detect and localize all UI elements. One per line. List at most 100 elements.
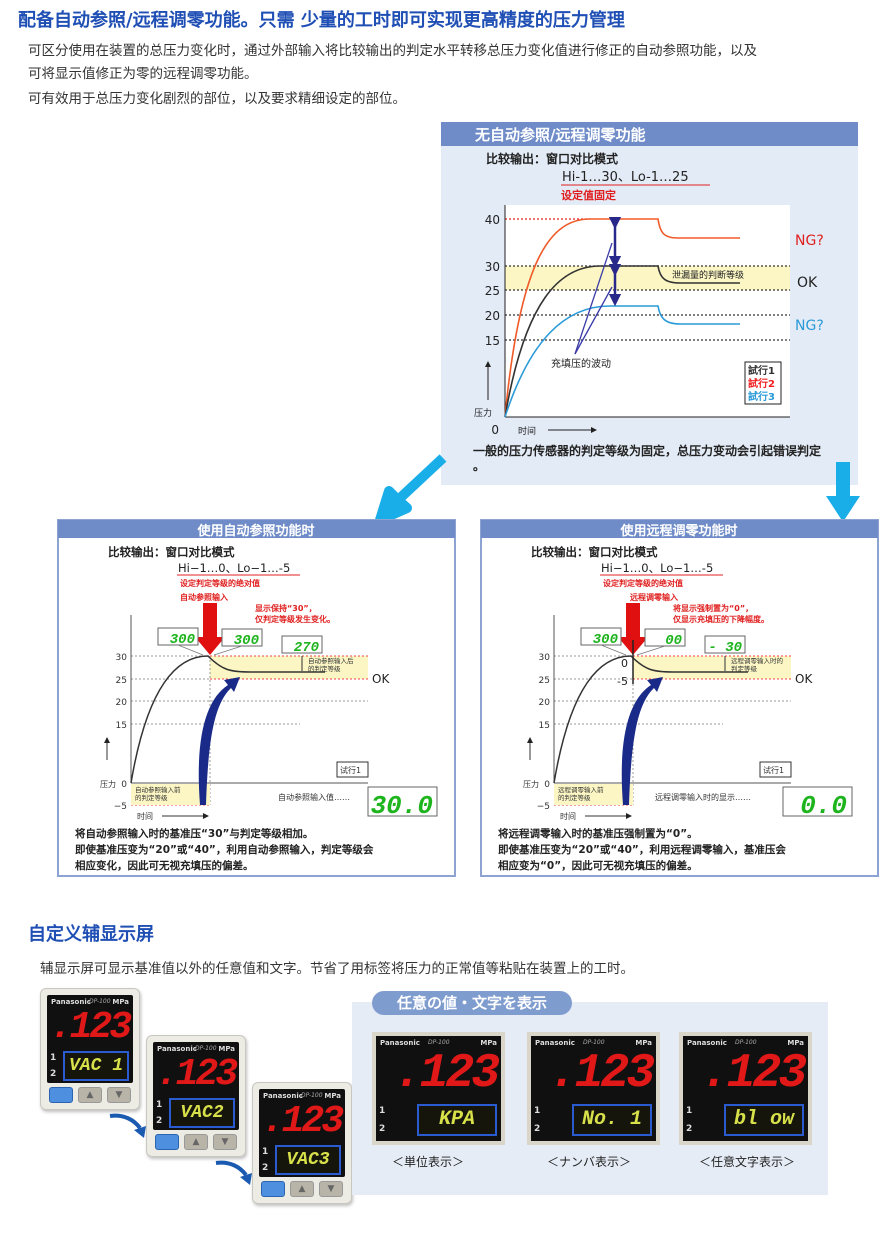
lower-panels: 使用自动参照功能时 比较输出：窗口对比模式 Hi−1…0、Lo−1…-5 设定判… bbox=[57, 519, 879, 877]
display-after: 270 bbox=[294, 640, 319, 656]
example-display: Panasonic DP-100 MPa .123 1 2 KPA bbox=[372, 1032, 505, 1145]
section-title: 自定义辅显示屏 bbox=[28, 924, 154, 945]
up-button[interactable]: ▲ bbox=[184, 1134, 208, 1150]
pre-band-label: 自动参照输入前 bbox=[135, 785, 181, 794]
sub-display: VAC 1 bbox=[63, 1051, 129, 1081]
pressure-curve bbox=[130, 655, 325, 784]
ok-label: OK bbox=[372, 672, 390, 686]
model-label: DP-100 bbox=[301, 1092, 323, 1099]
panel-title: 无自动参照/远程调零功能 bbox=[474, 126, 645, 144]
y-axis-label: 压力 bbox=[100, 779, 116, 789]
remark: 将显示强制置为“0”， bbox=[673, 603, 753, 613]
unit-label: MPa bbox=[787, 1039, 804, 1047]
mode-button[interactable] bbox=[261, 1181, 285, 1197]
y-tick: 25 bbox=[116, 676, 127, 686]
intro-paragraph: 可区分使用在装置的总压力变化时，通过外部输入将比较输出的判定水平转移总压力变化值… bbox=[28, 43, 757, 59]
value-display: 0.0 bbox=[800, 791, 847, 821]
ng-low-label: NG? bbox=[795, 318, 824, 334]
shift-arrow-icon bbox=[621, 677, 663, 805]
model-label: DP-100 bbox=[735, 1039, 757, 1046]
example-display: Panasonic DP-100 MPa .123 1 2 No. 1 bbox=[527, 1032, 660, 1145]
examples-panel-title: 任意の値・文字を表示 bbox=[372, 991, 572, 1015]
absolute-label: 设定判定等级的绝对值 bbox=[603, 578, 683, 588]
minus5-label: -5 bbox=[617, 675, 628, 688]
brand-label: Panasonic bbox=[263, 1092, 303, 1100]
y-tick: 40 bbox=[485, 213, 500, 227]
setting-values: Hi-1…30、Lo-1…25 bbox=[562, 170, 689, 185]
brand-label: Panasonic bbox=[687, 1039, 727, 1047]
shift-arrow-icon bbox=[198, 677, 240, 805]
pressure-curve bbox=[553, 655, 748, 784]
page-title: 配备自动参照/远程调零功能。只需 少量的工时即可实现更高精度的压力管理 bbox=[18, 10, 625, 31]
panel-note: 即使基准压变为“20”或“40”，利用远程调零输入，基准压会 bbox=[498, 843, 786, 856]
display-before: 300 bbox=[170, 632, 195, 648]
fluctuation-label: 充填压的波动 bbox=[551, 357, 611, 370]
example-caption: ＜ナンバ表示＞ bbox=[547, 1155, 632, 1169]
unit-label: MPa bbox=[635, 1039, 652, 1047]
output2-label: 2 bbox=[379, 1124, 386, 1134]
y-tick: 15 bbox=[485, 334, 500, 348]
y-axis-label: 压力 bbox=[523, 779, 539, 789]
panel-title: 使用自动参照功能时 bbox=[196, 523, 314, 539]
output1-label: 1 bbox=[379, 1106, 386, 1116]
diagram-area: 无自动参照/远程调零功能 比较输出：窗口对比模式 Hi-1…30、Lo-1…25… bbox=[375, 122, 860, 525]
down-button[interactable]: ▼ bbox=[107, 1087, 131, 1103]
intro-paragraph: 可有效用于总压力变化剧烈的部位，以及要求精细设定的部位。 bbox=[28, 91, 406, 107]
y-tick: 25 bbox=[539, 676, 550, 686]
main-display: .123 bbox=[155, 1053, 238, 1096]
y-tick: 15 bbox=[539, 721, 550, 731]
arrow-down-icon bbox=[826, 462, 860, 522]
x-axis-label: 时间 bbox=[518, 425, 536, 437]
display-before: 300 bbox=[593, 632, 618, 648]
down-button[interactable]: ▼ bbox=[213, 1134, 237, 1150]
brand-label: Panasonic bbox=[535, 1039, 575, 1047]
output2-label: 2 bbox=[156, 1116, 163, 1126]
arrow-down-left-icon bbox=[375, 454, 447, 525]
legend-trial1: 試行1 bbox=[748, 364, 775, 377]
model-label: DP-100 bbox=[195, 1045, 217, 1052]
y-tick: 0 bbox=[121, 780, 127, 790]
display-at-input: 00 bbox=[665, 633, 682, 649]
mode-button[interactable] bbox=[155, 1134, 179, 1150]
setting-values: Hi−1…0、Lo−1…-5 bbox=[178, 561, 290, 575]
remark: 仅显示充填压的下降幅度。 bbox=[672, 614, 769, 624]
y-tick: 25 bbox=[485, 284, 500, 298]
remote-zero-panel: 使用远程调零功能时 比较输出：窗口对比模式 Hi−1…0、Lo−1…-5 设定判… bbox=[480, 519, 879, 877]
model-label: DP-100 bbox=[583, 1039, 605, 1046]
output1-label: 1 bbox=[262, 1147, 269, 1157]
mode-button[interactable] bbox=[49, 1087, 73, 1103]
output1-label: 1 bbox=[686, 1106, 693, 1116]
input-label: 自动参照输入 bbox=[180, 592, 228, 602]
band-label: 自动参照输入后 bbox=[308, 656, 354, 665]
example-caption: ＜単位表示＞ bbox=[392, 1155, 465, 1169]
device-screen: Panasonic DP-100 MPa .123 1 2 VAC3 bbox=[259, 1089, 345, 1177]
display-after: - 30 bbox=[708, 640, 742, 656]
y-tick: 0 bbox=[491, 423, 499, 437]
panel-note: 相应变为“0”，因此可无视充填压的偏差。 bbox=[498, 859, 698, 872]
absolute-label: 设定判定等级的绝对值 bbox=[180, 578, 260, 588]
up-button[interactable]: ▲ bbox=[78, 1087, 102, 1103]
panel-note: 将自动参照输入时的基准压“30”与判定等级相加。 bbox=[75, 827, 313, 840]
up-button[interactable]: ▲ bbox=[290, 1181, 314, 1197]
sub-display: KPA bbox=[417, 1104, 497, 1136]
compare-mode: 比较输出：窗口对比模式 bbox=[108, 545, 235, 559]
value-display: 30.0 bbox=[371, 791, 433, 821]
unit-label: MPa bbox=[324, 1092, 341, 1100]
sub-display: VAC2 bbox=[169, 1098, 235, 1128]
compare-mode: 比较输出：窗口对比模式 bbox=[531, 545, 658, 559]
trial2-curve bbox=[504, 218, 740, 418]
auto-reference-panel: 使用自动参照功能时 比较输出：窗口对比模式 Hi−1…0、Lo−1…-5 设定判… bbox=[57, 519, 456, 877]
stack-arrows bbox=[109, 1113, 252, 1185]
device-vac1: Panasonic DP-100 MPa .123 1 2 VAC 1 ▲ ▼ bbox=[40, 988, 140, 1110]
trial-label: 试行1 bbox=[340, 765, 361, 775]
down-button[interactable]: ▼ bbox=[319, 1181, 343, 1197]
brand-label: Panasonic bbox=[51, 998, 91, 1006]
y-axis-label: 压力 bbox=[474, 407, 492, 419]
trial-label: 试行1 bbox=[763, 765, 784, 775]
setting-values: Hi−1…0、Lo−1…-5 bbox=[601, 561, 713, 575]
band-label: 泄漏量的判断等级 bbox=[672, 269, 744, 281]
output1-label: 1 bbox=[156, 1100, 163, 1110]
output1-label: 1 bbox=[534, 1106, 541, 1116]
y-tick: 30 bbox=[116, 653, 128, 663]
output2-label: 2 bbox=[686, 1124, 693, 1134]
